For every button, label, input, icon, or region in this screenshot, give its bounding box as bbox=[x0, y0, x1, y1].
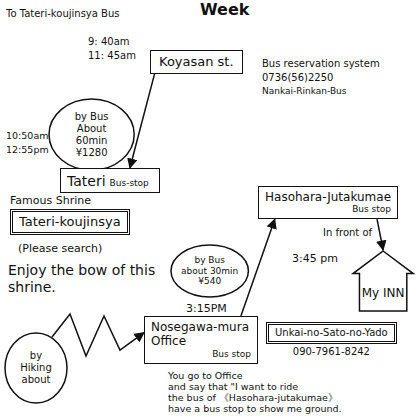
travel-time-circle: by Bus About 60min ¥1280 bbox=[48, 98, 135, 171]
time-label: 10:50am bbox=[6, 130, 48, 141]
bus-stop-tag: Bus-stop bbox=[110, 178, 149, 189]
box-frame: Tateri-koujinsya bbox=[10, 209, 130, 235]
bus-stop-box: Hasohara-JutakumaeBus stop bbox=[258, 186, 398, 219]
station-box: Koyasan st. bbox=[150, 50, 243, 74]
bus-stop-box: Tateri Bus-stop bbox=[60, 168, 160, 193]
shrine-name: Tateri-koujinsya bbox=[19, 214, 121, 230]
inn-name: Unkai-no-Sato-no-Yado bbox=[275, 327, 388, 339]
shrine-box: Famous ShrineTateri-koujinsya bbox=[10, 194, 130, 237]
bus-stop-tag: Bus stop bbox=[265, 204, 391, 215]
edge-label: In front of bbox=[321, 227, 374, 239]
instruction-note: You go to Office bbox=[168, 370, 243, 381]
time-label: 12:55pm bbox=[6, 144, 49, 155]
time-label: 11: 45am bbox=[88, 50, 136, 62]
inn-label: My INN bbox=[362, 286, 405, 300]
inn-name-box: Unkai-no-Sato-no-Yado 090-7961-8242 bbox=[266, 320, 397, 358]
phone-number: 090-7961-8242 bbox=[266, 346, 397, 358]
time-label: 3:45 pm bbox=[292, 252, 338, 265]
shrine-note: Enjoy the bow of this shrine. bbox=[8, 262, 168, 296]
phone-number: 0736(56)2250 bbox=[262, 72, 333, 84]
house-outline bbox=[352, 250, 414, 312]
box-frame: Unkai-no-Sato-no-Yado bbox=[266, 322, 397, 344]
bus-stop-name: Nosegawa-mura Office bbox=[151, 320, 251, 349]
travel-time: by Bus About 60min ¥1280 bbox=[60, 111, 124, 159]
hiking-time: by Hiking about bbox=[13, 350, 59, 386]
reservation-note: Bus reservation system bbox=[262, 58, 380, 70]
travel-time-circle: by Bus about 30min ¥540 bbox=[170, 244, 249, 298]
inn-house: My INN bbox=[352, 250, 414, 312]
bus-stop-box: Nosegawa-mura OfficeBus stop bbox=[144, 316, 258, 364]
bus-stop-name: Tateri bbox=[67, 173, 106, 190]
hiking-circle: by Hiking about bbox=[4, 332, 68, 404]
instruction-note: and say that "I want to ride bbox=[168, 381, 298, 392]
bus-company: Nankai-Rinkan-Bus bbox=[262, 86, 347, 97]
shrine-heading: Famous Shrine bbox=[10, 194, 130, 207]
hiking-path bbox=[52, 314, 144, 356]
travel-time: by Bus about 30min ¥540 bbox=[181, 255, 239, 287]
instruction-note: the bus of 《Hasohara-jutakumae》 bbox=[168, 392, 338, 403]
station-name: Koyasan st. bbox=[159, 54, 234, 70]
time-label: 9: 40am bbox=[88, 36, 130, 48]
bus-route-arrow bbox=[130, 74, 155, 168]
instruction-note: have a bus stop to show me ground. bbox=[168, 403, 342, 414]
walk-arrow bbox=[377, 219, 383, 250]
bus-stop-tag: Bus stop bbox=[151, 349, 251, 360]
page-title: Week bbox=[200, 0, 249, 19]
search-note: (Please search) bbox=[18, 242, 102, 255]
bus-stop-name: Hasohara-Jutakumae bbox=[265, 190, 391, 204]
time-label: 3:15PM bbox=[186, 302, 227, 315]
destination-note: To Tateri-koujinsya Bus bbox=[6, 8, 151, 20]
